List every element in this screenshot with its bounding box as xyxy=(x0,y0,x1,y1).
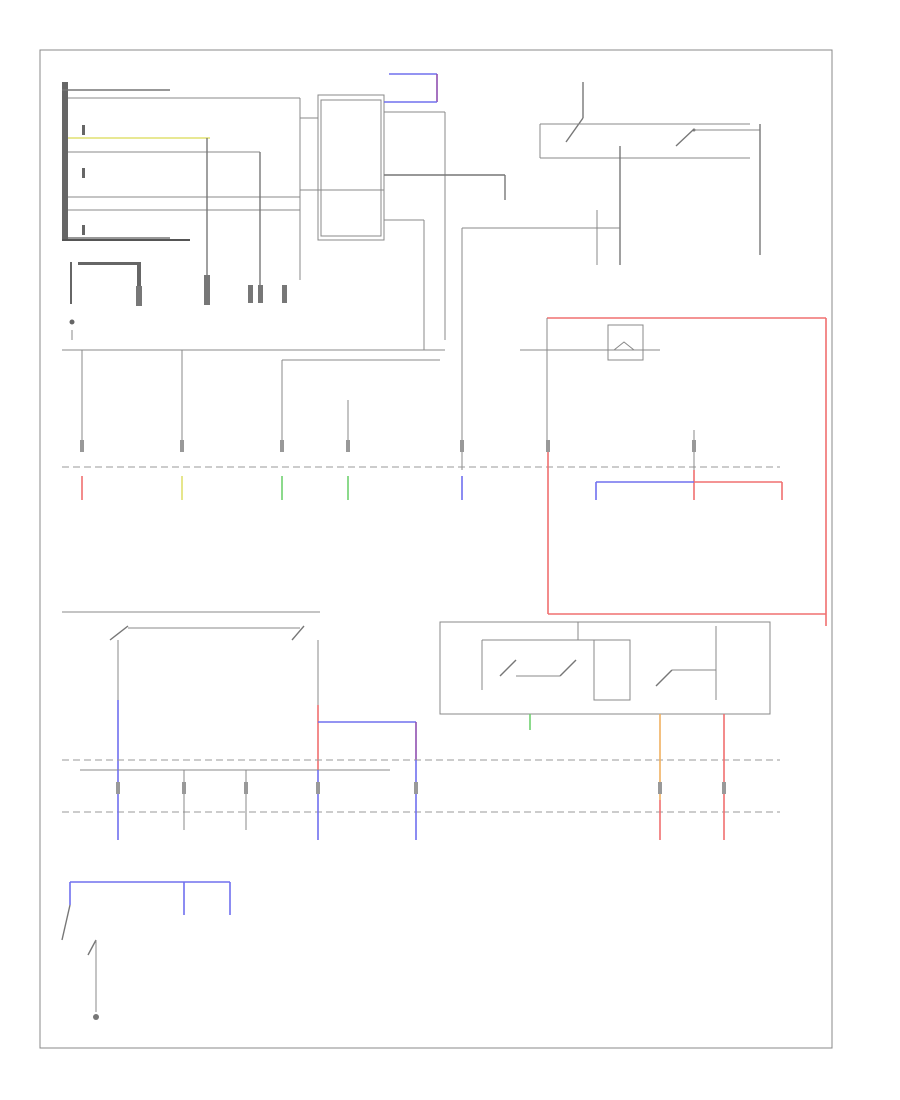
fuse-row-lower xyxy=(116,745,726,840)
ignition-switch-lower xyxy=(62,611,417,771)
light-switch-box xyxy=(439,621,771,745)
fuse-row-upper xyxy=(80,350,783,500)
cigarette-lighter-branch xyxy=(61,881,231,1020)
battery-connectors xyxy=(69,262,287,340)
underhood-fuse-block xyxy=(62,82,301,285)
fuse-relay-box xyxy=(300,73,506,350)
relay-box-right xyxy=(520,317,827,626)
diagram-frame xyxy=(39,49,833,1049)
ignition-switch-top xyxy=(461,82,761,470)
